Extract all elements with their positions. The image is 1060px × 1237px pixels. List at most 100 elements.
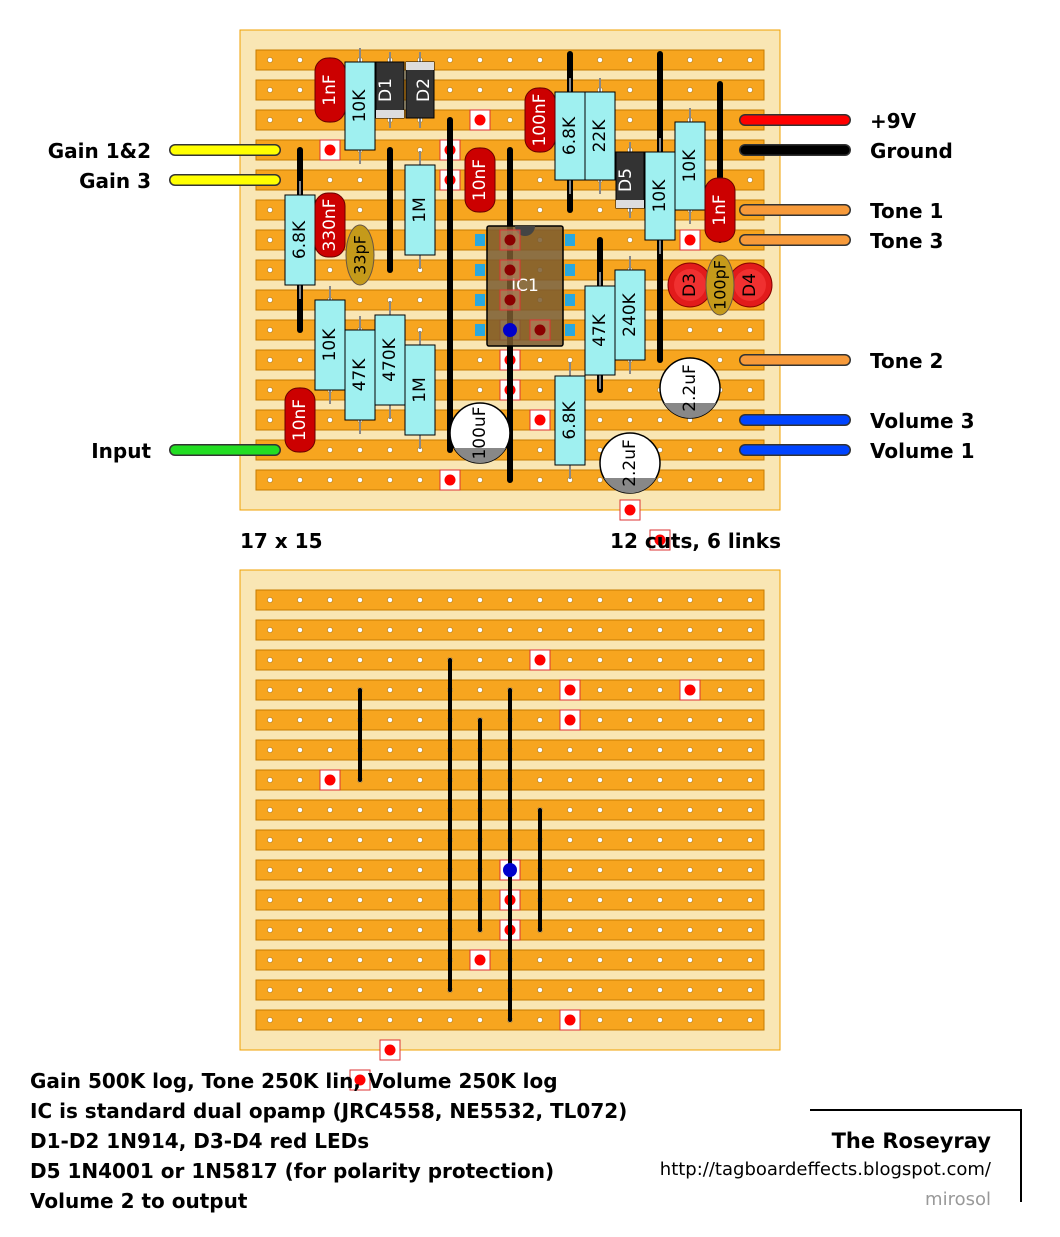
- top-board-hole: [477, 87, 483, 93]
- bottom-board-hole: [477, 1017, 483, 1023]
- cap-10nf-b-body: [284, 387, 316, 453]
- bottom-board-hole: [477, 597, 483, 603]
- bottom-board-hole: [357, 657, 363, 663]
- bottom-board-hole: [567, 627, 573, 633]
- bottom-board-hole: [567, 747, 573, 753]
- bottom-board-hole: [477, 657, 483, 663]
- cap-10nf-a-value: 10nF: [470, 159, 490, 201]
- cap-10nf-a-body: [464, 147, 496, 213]
- note-d5: D5 1N4001 or 1N5817 (for polarity protec…: [30, 1159, 555, 1183]
- bottom-board-hole: [477, 687, 483, 693]
- cap-100uf: 100uF: [449, 402, 511, 464]
- bottom-board-hole: [537, 717, 543, 723]
- top-board-hole: [717, 477, 723, 483]
- bottom-board-hole: [717, 987, 723, 993]
- bottom-board-hole: [687, 837, 693, 843]
- bottom-board-hole: [267, 957, 273, 963]
- note-diodes: D1-D2 1N914, D3-D4 red LEDs: [30, 1129, 370, 1153]
- bottom-board-hole: [627, 807, 633, 813]
- cap-2-2uf-b-stripe: [604, 478, 656, 494]
- led-d4: D4: [727, 262, 773, 308]
- bottom-board-hole: [507, 657, 513, 663]
- bottom-board-hole: [597, 717, 603, 723]
- top-board-hole: [747, 177, 753, 183]
- cap-33pf: 33pF: [345, 224, 375, 286]
- bottom-board-hole: [477, 987, 483, 993]
- top-board-hole: [507, 87, 513, 93]
- bottom-board-hole: [627, 717, 633, 723]
- top-board-hole: [627, 117, 633, 123]
- bottom-board-hole: [297, 597, 303, 603]
- diode-d2-label: D2: [414, 78, 434, 102]
- top-board-hole: [267, 207, 273, 213]
- top-board-hole: [297, 357, 303, 363]
- resistor-1m-b: 1M: [404, 331, 436, 449]
- bottom-board-hole: [327, 837, 333, 843]
- resistor-6-8k-a-value: 6.8K: [560, 116, 580, 155]
- bottom-board-hole: [267, 1017, 273, 1023]
- top-board-hole: [297, 57, 303, 63]
- credit-url[interactable]: http://tagboardeffects.blogspot.com/: [659, 1159, 991, 1180]
- label-gain-1-2: Gain 1&2: [47, 139, 151, 163]
- resistor-10k-a: 10K: [344, 48, 376, 164]
- bottom-board-hole: [597, 927, 603, 933]
- bottom-board-hole: [267, 927, 273, 933]
- bottom-board-hole: [717, 687, 723, 693]
- bottom-board-hole: [657, 657, 663, 663]
- credit-frame: [810, 1109, 1022, 1202]
- bottom-board-hole: [537, 777, 543, 783]
- resistor-22k: 22K: [584, 78, 616, 194]
- bottom-board-hole: [687, 1017, 693, 1023]
- top-board-hole: [447, 87, 453, 93]
- top-board-hole: [267, 267, 273, 273]
- resistor-47k-b-value: 47K: [590, 313, 610, 347]
- bottom-board-hole: [387, 747, 393, 753]
- bottom-board-hole: [357, 1017, 363, 1023]
- bottom-board-hole: [357, 987, 363, 993]
- bottom-strip-cut-dot: [534, 654, 546, 666]
- bottom-strip-cut-dot: [564, 1014, 576, 1026]
- bottom-board-hole: [627, 627, 633, 633]
- top-board-hole: [747, 387, 753, 393]
- bottom-strip-cut-dot: [564, 714, 576, 726]
- bottom-board-hole: [537, 627, 543, 633]
- resistor-470k: 470K: [374, 301, 406, 419]
- label-tone-3: Tone 3: [870, 229, 944, 253]
- bottom-board-hole: [747, 807, 753, 813]
- bottom-board-hole: [747, 717, 753, 723]
- bottom-board-hole: [417, 957, 423, 963]
- top-board-hole: [537, 477, 543, 483]
- top-board-hole: [507, 57, 513, 63]
- bottom-board-hole: [417, 897, 423, 903]
- bottom-board-hole: [387, 957, 393, 963]
- bottom-board-hole: [567, 777, 573, 783]
- cap-100nf: 100nF: [524, 87, 556, 153]
- bottom-board-hole: [747, 987, 753, 993]
- bottom-board-hole: [717, 777, 723, 783]
- bottom-board-hole: [447, 627, 453, 633]
- bottom-board-hole: [357, 957, 363, 963]
- top-board-hole: [537, 387, 543, 393]
- bottom-board-hole: [507, 627, 513, 633]
- bottom-board-hole: [597, 597, 603, 603]
- top-board-hole: [447, 57, 453, 63]
- bottom-board-hole: [657, 987, 663, 993]
- ic1-pin: [475, 234, 485, 246]
- label-input: Input: [91, 439, 151, 463]
- bottom-board-hole: [567, 867, 573, 873]
- resistor-6-8k-b: 6.8K: [284, 181, 316, 299]
- bottom-board-hole: [717, 627, 723, 633]
- bottom-board-hole: [627, 1017, 633, 1023]
- resistor-240k-value: 240K: [620, 292, 640, 336]
- bottom-board-hole: [747, 657, 753, 663]
- bottom-board-hole: [417, 807, 423, 813]
- bottom-board-hole: [267, 897, 273, 903]
- bottom-board-hole: [747, 927, 753, 933]
- top-board-hole: [537, 177, 543, 183]
- resistor-22k-value: 22K: [590, 119, 610, 153]
- credit-title: The Roseyray: [831, 1129, 991, 1153]
- top-board-hole: [687, 477, 693, 483]
- bottom-board-hole: [387, 807, 393, 813]
- top-board-hole: [657, 417, 663, 423]
